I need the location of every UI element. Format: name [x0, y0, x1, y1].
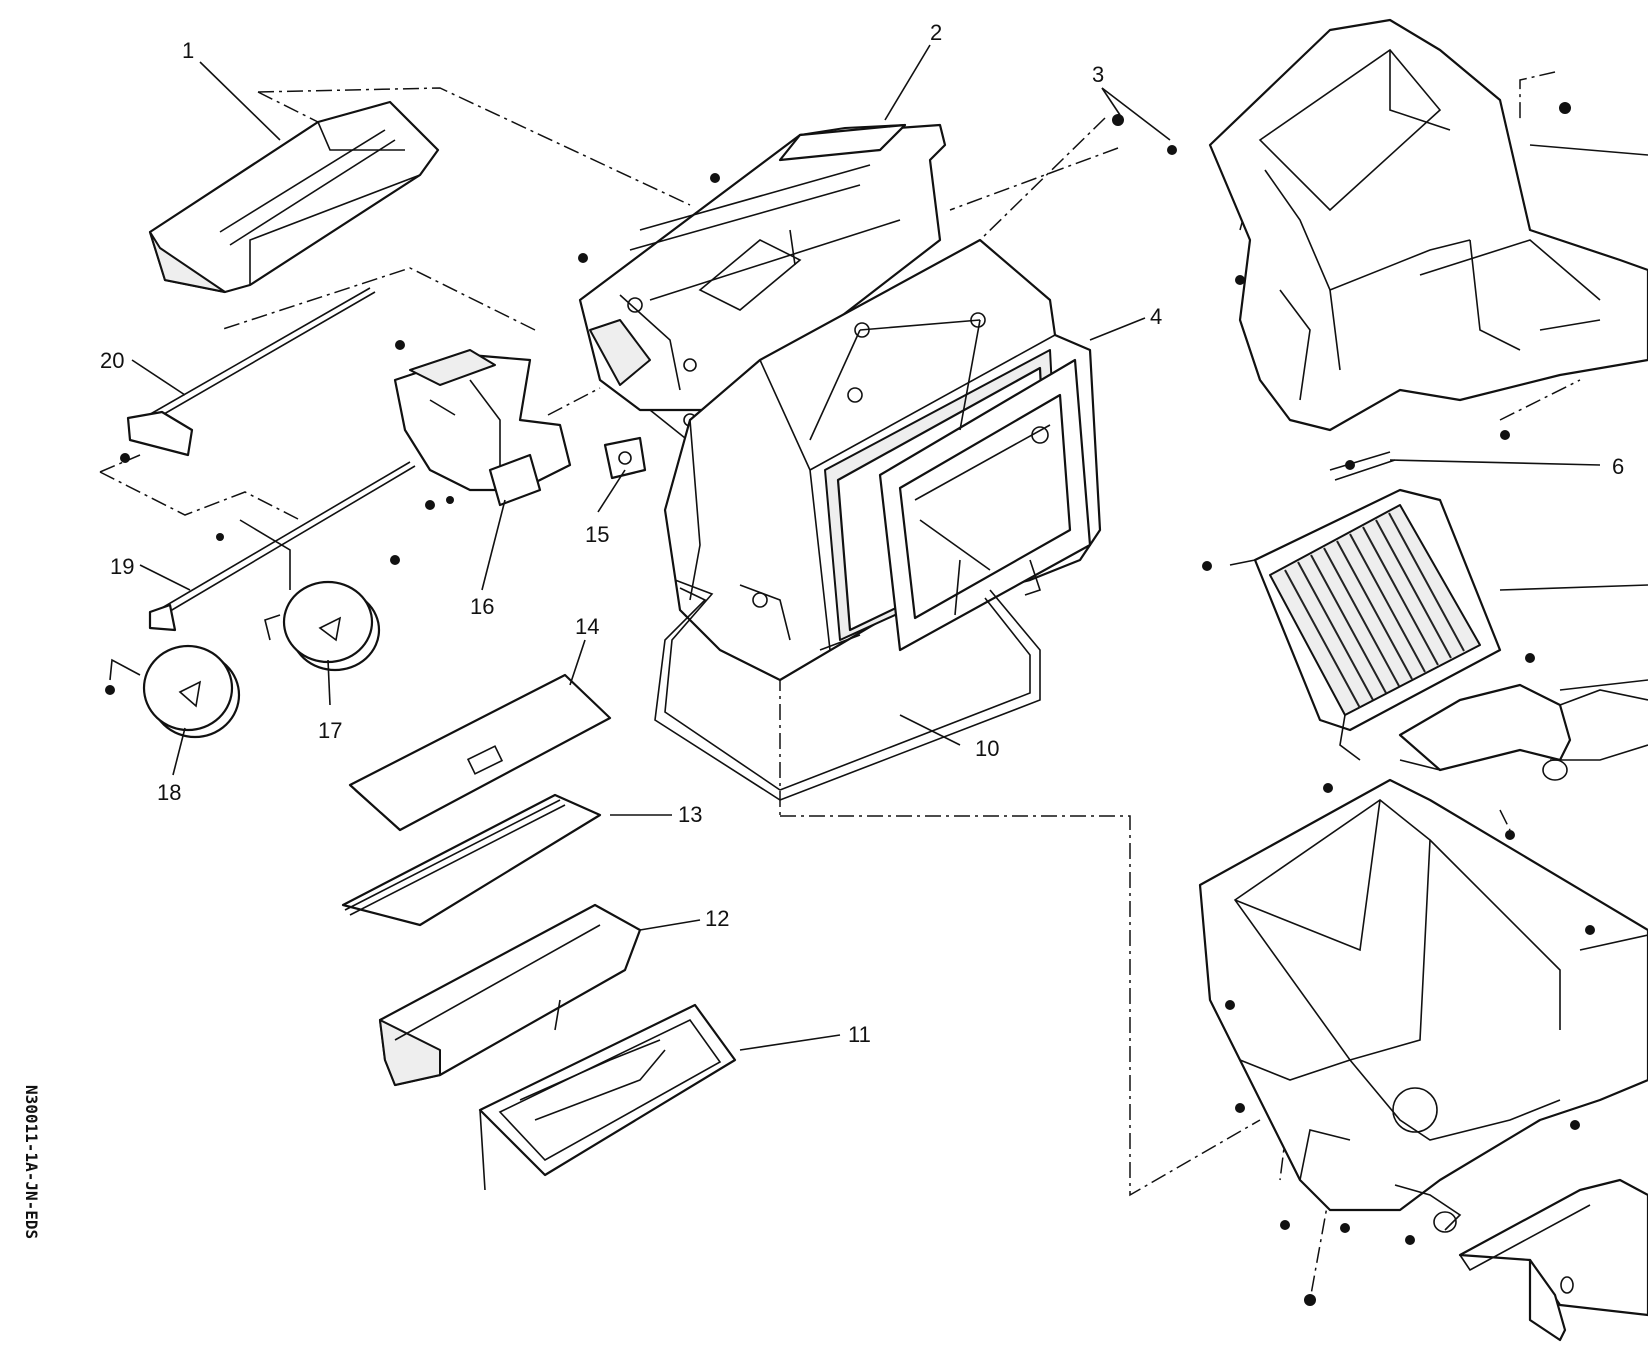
part-7-heater-core: [1229, 451, 1648, 781]
callout-6: 6: [1612, 454, 1624, 479]
part-5-upper-case: [1208, 18, 1648, 432]
callout-10: 10: [975, 736, 999, 761]
callout-leader-lines: [131, 44, 1648, 1051]
callout-3: 3: [1092, 62, 1104, 87]
drawing-code: N30011-1A-JN-EDS: [22, 1085, 41, 1239]
callout-12: 12: [705, 906, 729, 931]
callout-20: 20: [100, 348, 124, 373]
heater-core-fins: [1284, 512, 1465, 709]
part-9-side-duct: [1458, 1178, 1648, 1342]
part-15-gasket: [603, 436, 647, 480]
callout-17: 17: [318, 718, 342, 743]
fastener-screws: [105, 102, 1595, 1306]
part-19-link-rod: [148, 461, 416, 632]
part-1-top-duct-cover: [148, 100, 440, 294]
callout-11: 11: [848, 1022, 871, 1047]
part-17-actuator: [264, 580, 381, 672]
part-10-drain-tube: [654, 579, 1041, 801]
callout-19: 19: [110, 554, 134, 579]
part-4-heater-case: [663, 238, 1102, 682]
callout-18: 18: [157, 780, 181, 805]
part-12-cover-plate: [378, 903, 642, 1087]
part-16-damper-door: [393, 349, 572, 507]
callout-labels: 1 2 3 4 6 10 11 12 13 14 15 16 17 18 19 …: [100, 20, 1624, 1047]
part-18-actuator: [109, 644, 241, 739]
callout-16: 16: [470, 594, 494, 619]
callout-4: 4: [1150, 304, 1162, 329]
part-11-mode-door-tray: [478, 1003, 737, 1191]
part-13-filter: [341, 793, 602, 927]
part-20-link-rod: [126, 287, 376, 457]
callout-2: 2: [930, 20, 942, 45]
callout-1: 1: [182, 38, 194, 63]
callout-13: 13: [678, 802, 702, 827]
part-2-upper-housing: [578, 123, 947, 481]
callout-14: 14: [575, 614, 599, 639]
part-8-lower-case: [1198, 778, 1648, 1233]
part-14-filter-panel: [348, 673, 612, 832]
callout-15: 15: [585, 522, 609, 547]
